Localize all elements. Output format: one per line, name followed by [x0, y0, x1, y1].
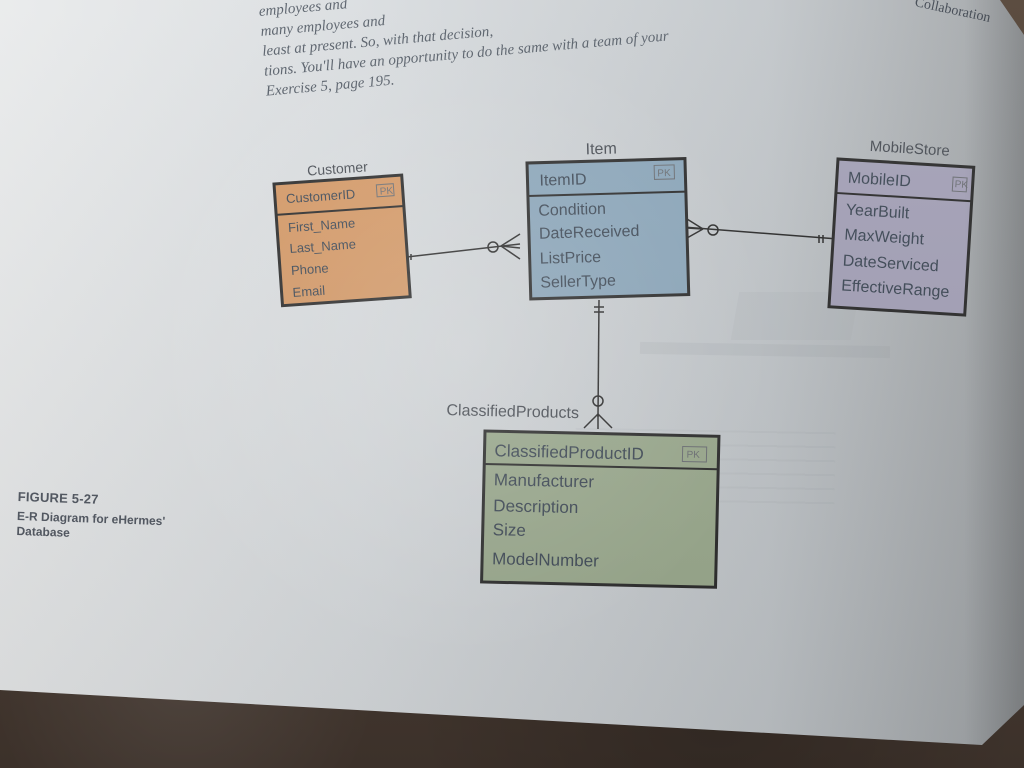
- customer-title: Customer: [307, 158, 369, 178]
- item-many-marker-left: [500, 233, 521, 260]
- customer-field-3: Phone: [291, 260, 330, 278]
- customer-key: CustomerID: [286, 186, 356, 206]
- mobilestore-field-4: EffectiveRange: [841, 277, 950, 301]
- mobilestore-one-marker: [818, 235, 824, 243]
- item-field-1: Condition: [538, 201, 606, 220]
- customer-divider: [276, 204, 404, 216]
- item-divider: [527, 190, 686, 197]
- customer-pk-box: [375, 183, 395, 198]
- classified-divider: [484, 462, 719, 471]
- classified-many-marker: [583, 413, 613, 429]
- item-pk-box: [653, 164, 676, 180]
- classified-entity: PK ClassifiedProducts ClassifiedProductI…: [446, 402, 721, 589]
- mobilestore-key: MobileID: [847, 170, 911, 191]
- item-many-marker-right: [686, 218, 704, 239]
- customer-item-optional-marker: [487, 241, 499, 253]
- item-key: ItemID: [539, 171, 587, 189]
- relationship-lines: [397, 218, 839, 429]
- item-one-marker: [594, 306, 604, 313]
- classified-optional-marker: [592, 395, 604, 407]
- customer-item-line: [397, 243, 521, 259]
- customer-field-2: Last_Name: [289, 236, 356, 256]
- classified-field-3: Size: [493, 520, 527, 540]
- classified-title: ClassifiedProducts: [446, 402, 579, 422]
- item-mobilestore-line: [682, 226, 839, 240]
- mobilestore-entity: PK MobileStore MobileID YearBuilt MaxWei…: [827, 138, 976, 317]
- item-field-3: ListPrice: [539, 249, 601, 268]
- mobilestore-field-2: MaxWeight: [844, 227, 925, 249]
- item-mobilestore-optional-marker: [707, 224, 719, 236]
- classified-field-4: ModelNumber: [492, 549, 600, 570]
- customer-field-4: Email: [292, 283, 326, 300]
- item-box: [525, 157, 691, 301]
- classified-key: ClassifiedProductID: [494, 441, 644, 463]
- item-field-4: SellerType: [540, 273, 616, 292]
- classified-pk-box: [681, 445, 708, 463]
- classified-field-1: Manufacturer: [494, 470, 595, 491]
- mobilestore-pk: PK: [954, 179, 968, 191]
- item-pk: PK: [657, 168, 671, 179]
- mobilestore-box: [827, 157, 976, 317]
- customer-pk: PK: [379, 186, 393, 198]
- classified-box: [480, 429, 721, 589]
- mobilestore-pk-box: [951, 176, 968, 193]
- item-title: Item: [585, 140, 617, 158]
- customer-entity: PK Customer CustomerID First_Name Last_N…: [272, 158, 412, 308]
- customer-field-1: First_Name: [288, 215, 356, 235]
- item-classified-line: [597, 299, 600, 418]
- mobilestore-field-3: DateServiced: [842, 252, 939, 275]
- mobilestore-divider: [835, 191, 972, 203]
- mobilestore-field-1: YearBuilt: [845, 202, 910, 223]
- item-entity: PK Item ItemID Condition DateReceived Li…: [525, 140, 691, 301]
- classified-pk: PK: [686, 450, 700, 461]
- classified-field-2: Description: [493, 496, 578, 517]
- item-field-2: DateReceived: [539, 223, 640, 243]
- mobilestore-title: MobileStore: [869, 138, 950, 160]
